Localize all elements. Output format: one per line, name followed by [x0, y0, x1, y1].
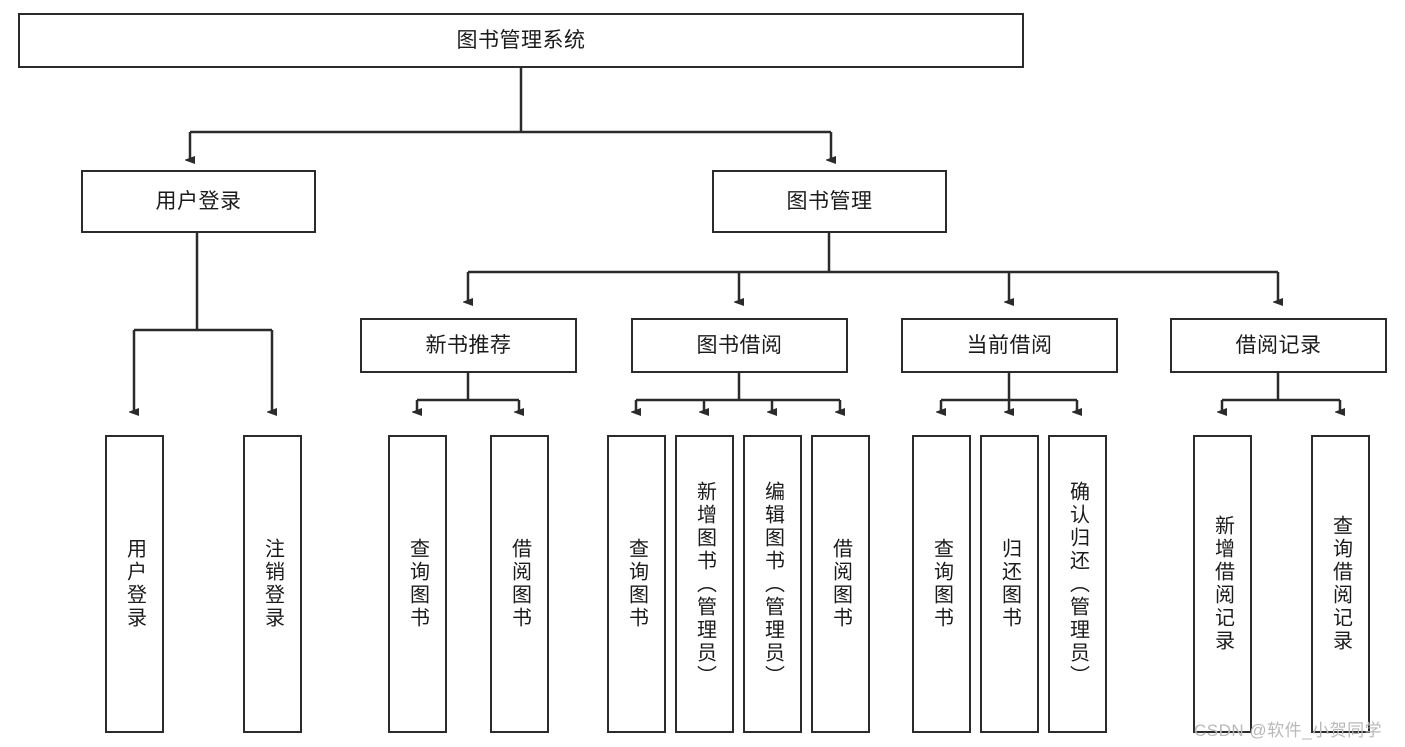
node-leaf-borrow-book-2-label: 借阅图书 [829, 538, 852, 630]
node-borrow-record[interactable]: 借阅记录 [1170, 318, 1387, 373]
node-leaf-query-book-3-label: 查询图书 [930, 538, 953, 630]
node-user-login-label: 用户登录 [155, 189, 242, 213]
node-leaf-confirm-return-admin-label: 确认归还（管理员） [1066, 480, 1089, 688]
node-leaf-logout-login-label: 注销登录 [261, 538, 284, 630]
node-user-login[interactable]: 用户登录 [81, 170, 316, 233]
node-borrow-record-label: 借阅记录 [1235, 333, 1322, 357]
node-leaf-edit-book-admin-label: 编辑图书（管理员） [761, 480, 784, 688]
node-book-borrow[interactable]: 图书借阅 [631, 318, 848, 373]
node-leaf-user-login[interactable]: 用户登录 [105, 435, 164, 733]
node-book-borrow-label: 图书借阅 [696, 333, 783, 357]
node-leaf-add-book-admin-label: 新增图书（管理员） [693, 480, 716, 688]
node-leaf-add-book-admin[interactable]: 新增图书（管理员） [675, 435, 734, 733]
node-leaf-edit-book-admin[interactable]: 编辑图书（管理员） [743, 435, 802, 733]
node-book-manage[interactable]: 图书管理 [712, 170, 947, 233]
node-leaf-query-borrow-record[interactable]: 查询借阅记录 [1311, 435, 1370, 733]
node-leaf-query-book-1-label: 查询图书 [406, 538, 429, 630]
node-leaf-return-book[interactable]: 归还图书 [980, 435, 1039, 733]
node-leaf-return-book-label: 归还图书 [998, 538, 1021, 630]
node-current-borrow-label: 当前借阅 [966, 333, 1053, 357]
node-current-borrow[interactable]: 当前借阅 [901, 318, 1118, 373]
node-root[interactable]: 图书管理系统 [18, 13, 1024, 68]
node-leaf-add-borrow-record[interactable]: 新增借阅记录 [1193, 435, 1252, 733]
node-new-book-recommend-label: 新书推荐 [425, 333, 512, 357]
node-leaf-borrow-book-1-label: 借阅图书 [508, 538, 531, 630]
node-leaf-query-book-2[interactable]: 查询图书 [607, 435, 666, 733]
node-leaf-query-book-3[interactable]: 查询图书 [912, 435, 971, 733]
node-new-book-recommend[interactable]: 新书推荐 [360, 318, 577, 373]
node-leaf-logout-login[interactable]: 注销登录 [243, 435, 302, 733]
node-leaf-borrow-book-2[interactable]: 借阅图书 [811, 435, 870, 733]
node-leaf-query-borrow-record-label: 查询借阅记录 [1329, 515, 1352, 653]
node-leaf-confirm-return-admin[interactable]: 确认归还（管理员） [1048, 435, 1107, 733]
node-leaf-add-borrow-record-label: 新增借阅记录 [1211, 515, 1234, 653]
node-leaf-borrow-book-1[interactable]: 借阅图书 [490, 435, 549, 733]
node-leaf-query-book-1[interactable]: 查询图书 [388, 435, 447, 733]
node-root-label: 图书管理系统 [456, 28, 586, 52]
node-leaf-query-book-2-label: 查询图书 [625, 538, 648, 630]
node-book-manage-label: 图书管理 [786, 189, 873, 213]
node-leaf-user-login-label: 用户登录 [123, 538, 146, 630]
